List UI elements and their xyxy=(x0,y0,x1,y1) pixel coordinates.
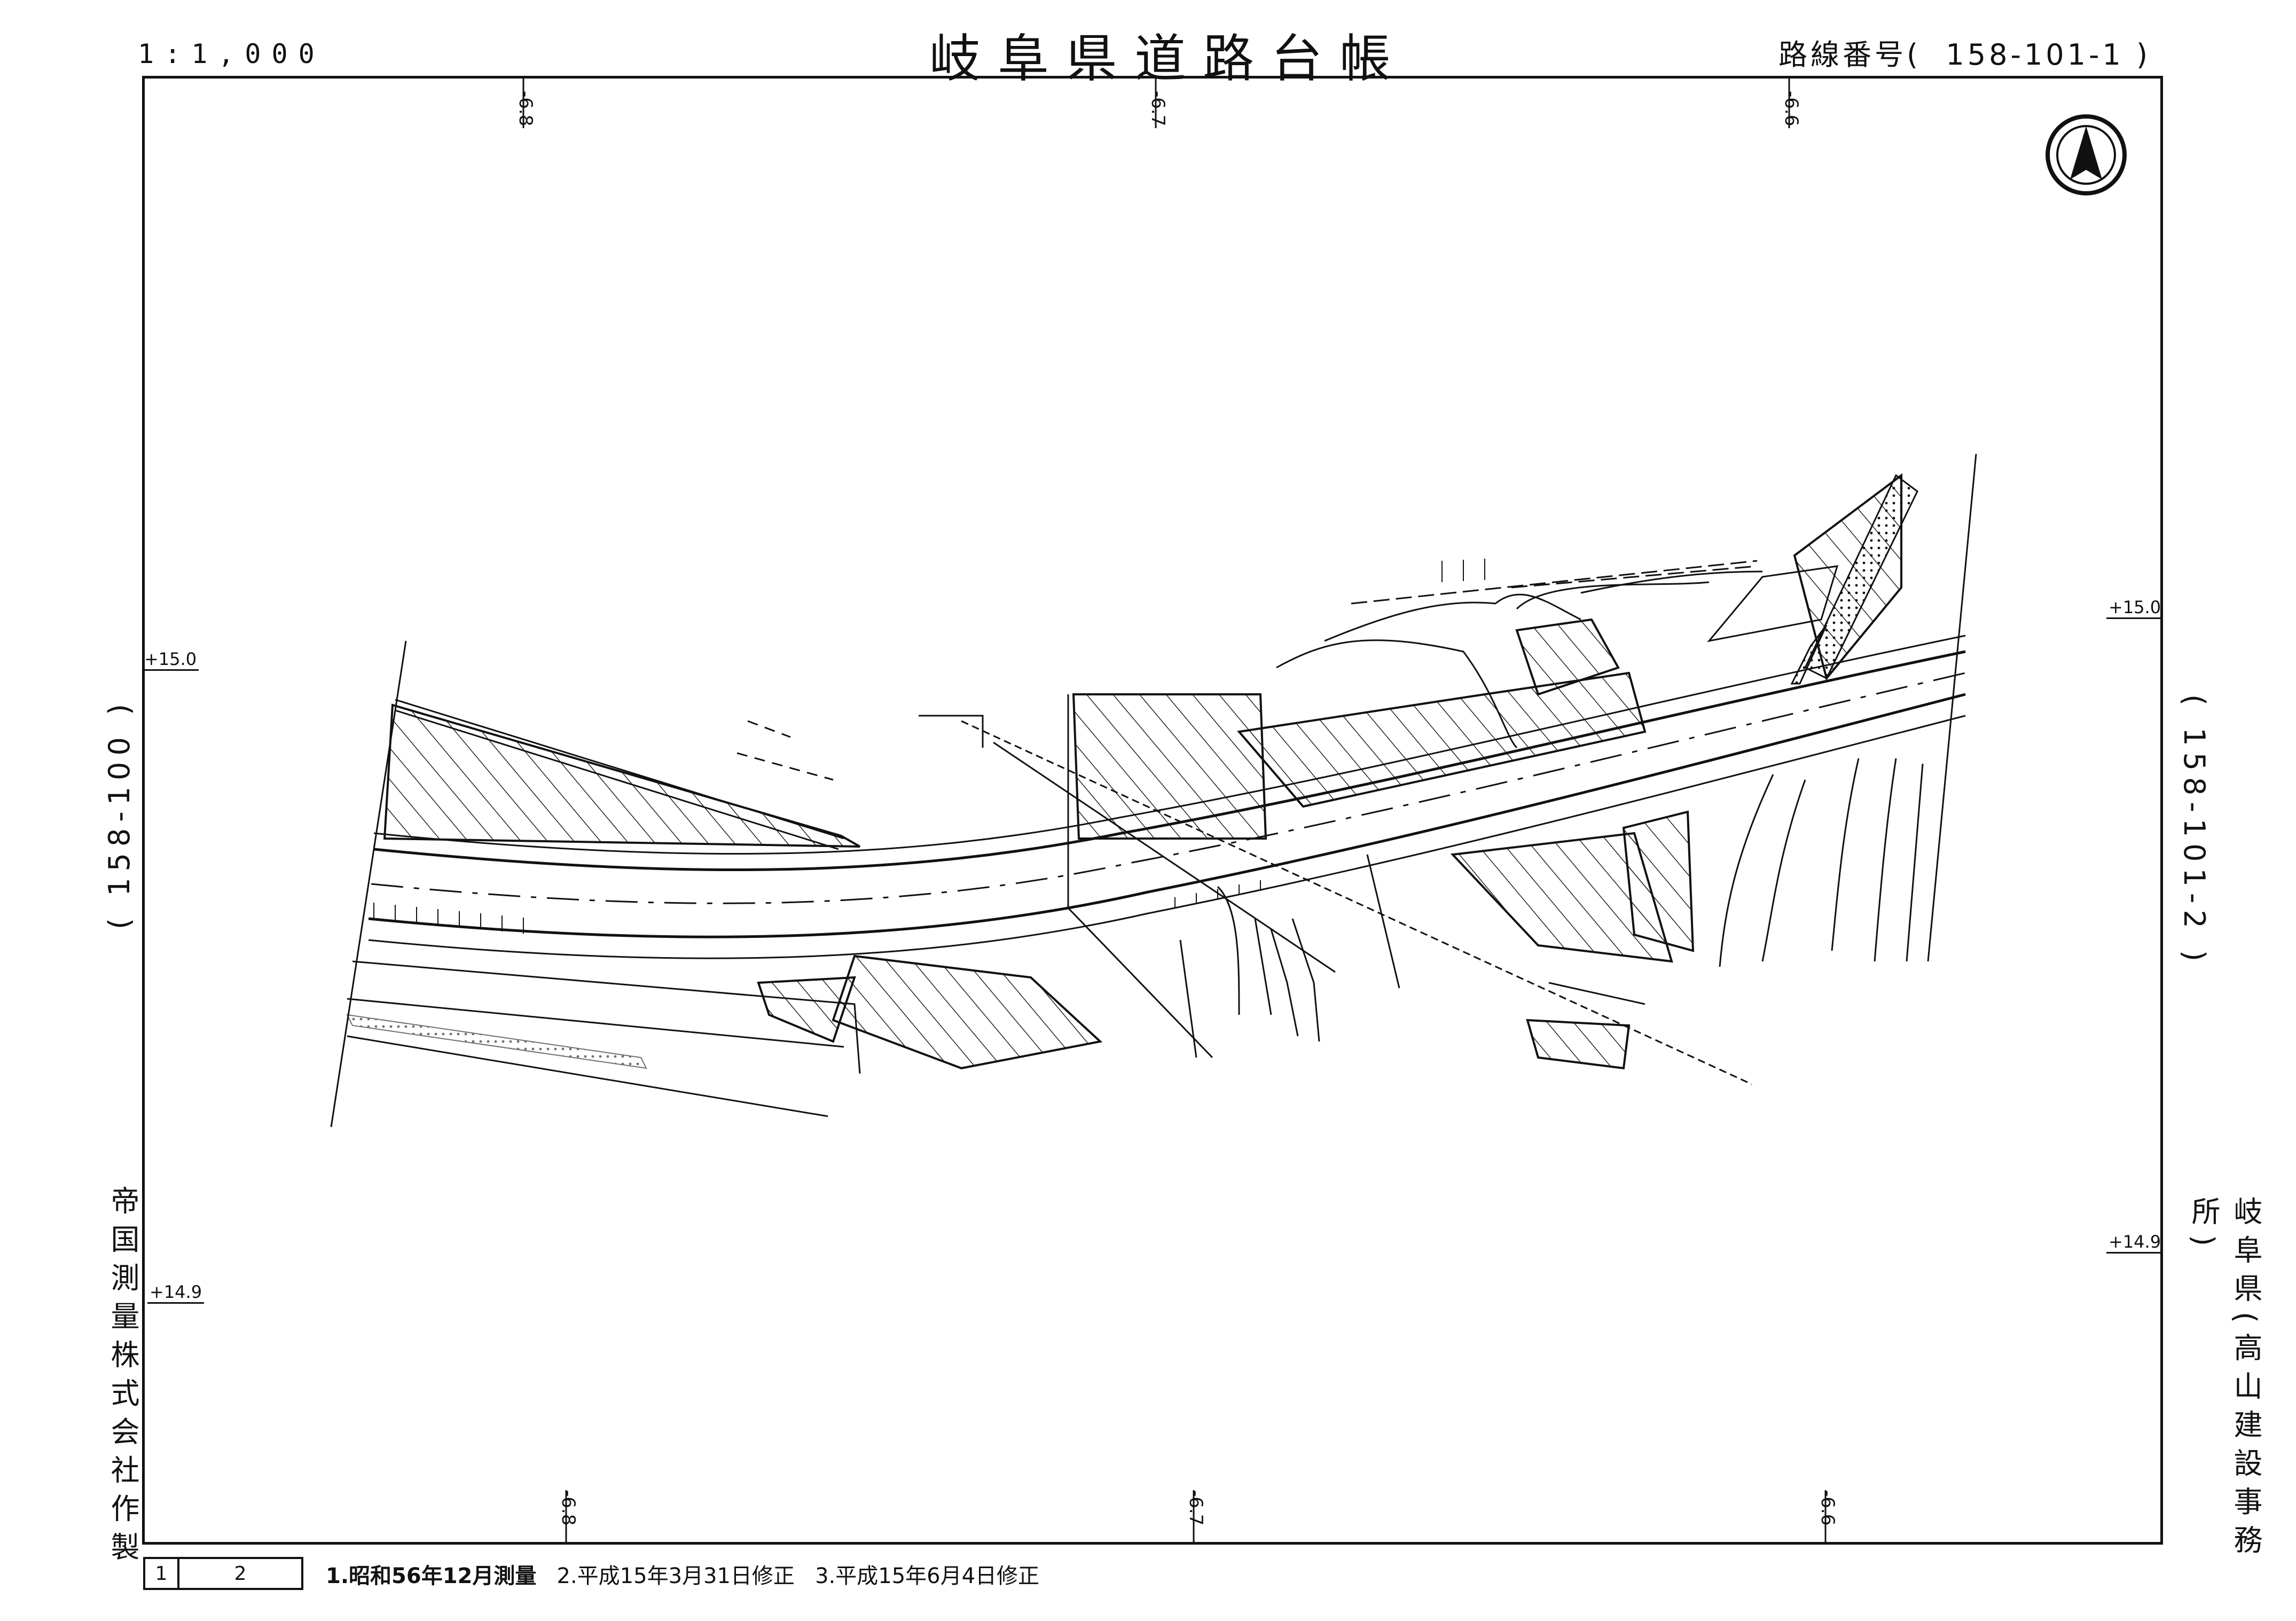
coord-left-lower: +14.9 xyxy=(147,1282,205,1304)
kp-label-bottom-2: -6.7 xyxy=(1185,1490,1206,1526)
main-road xyxy=(368,635,1966,959)
kp-label-bottom-3: -6.6 xyxy=(1817,1490,1838,1526)
map-frame xyxy=(142,76,2163,1545)
road-edge-ticks xyxy=(373,559,1485,934)
page-title: 岐阜県道路台帳 xyxy=(929,29,1408,89)
revision-notes: 1.昭和56年12月測量 2.平成15年3月31日修正 3.平成15年6月4日修… xyxy=(326,1559,1039,1589)
secondary-lines xyxy=(330,453,1977,1127)
kp-label-bottom-1: -6.8 xyxy=(558,1490,579,1526)
kp-label-top-3: -6.6 xyxy=(1781,91,1802,127)
note-survey: 1.昭和56年12月測量 xyxy=(326,1564,537,1588)
coord-right-upper: +15.0 xyxy=(2106,597,2164,619)
kp-ticks-top xyxy=(522,78,1790,128)
route-number: 路線番号( 158-101-1 ) xyxy=(1778,38,2151,72)
map-scale: 1:1,000 xyxy=(138,38,325,69)
sheet-number-box: 1 2 xyxy=(143,1557,303,1590)
coord-right-lower: +14.9 xyxy=(2106,1232,2164,1254)
coord-left-upper: +15.0 xyxy=(142,649,199,671)
adjacent-sheet-right: ( 158-101-2 ) xyxy=(2177,694,2211,968)
north-arrow-icon xyxy=(2046,114,2127,195)
office-name: 岐阜県(高山建設事務所) xyxy=(2187,1196,2262,1564)
note-revision-1: 2.平成15年3月31日修正 xyxy=(557,1564,795,1588)
sheet-cell-1: 1 xyxy=(145,1559,179,1588)
kp-label-top-1: -6.8 xyxy=(515,91,536,127)
kp-label-top-2: -6.7 xyxy=(1147,91,1169,127)
sheet-cell-2: 2 xyxy=(234,1562,247,1585)
kp-ticks-bottom xyxy=(565,1490,1827,1542)
note-revision-2: 3.平成15年6月4日修正 xyxy=(815,1564,1040,1588)
maker-credit: 帝国測量株式会社作製 xyxy=(106,1186,139,1570)
adjacent-sheet-left: ( 158-100 ) xyxy=(103,697,136,929)
hatched-parcels xyxy=(383,473,1902,1070)
